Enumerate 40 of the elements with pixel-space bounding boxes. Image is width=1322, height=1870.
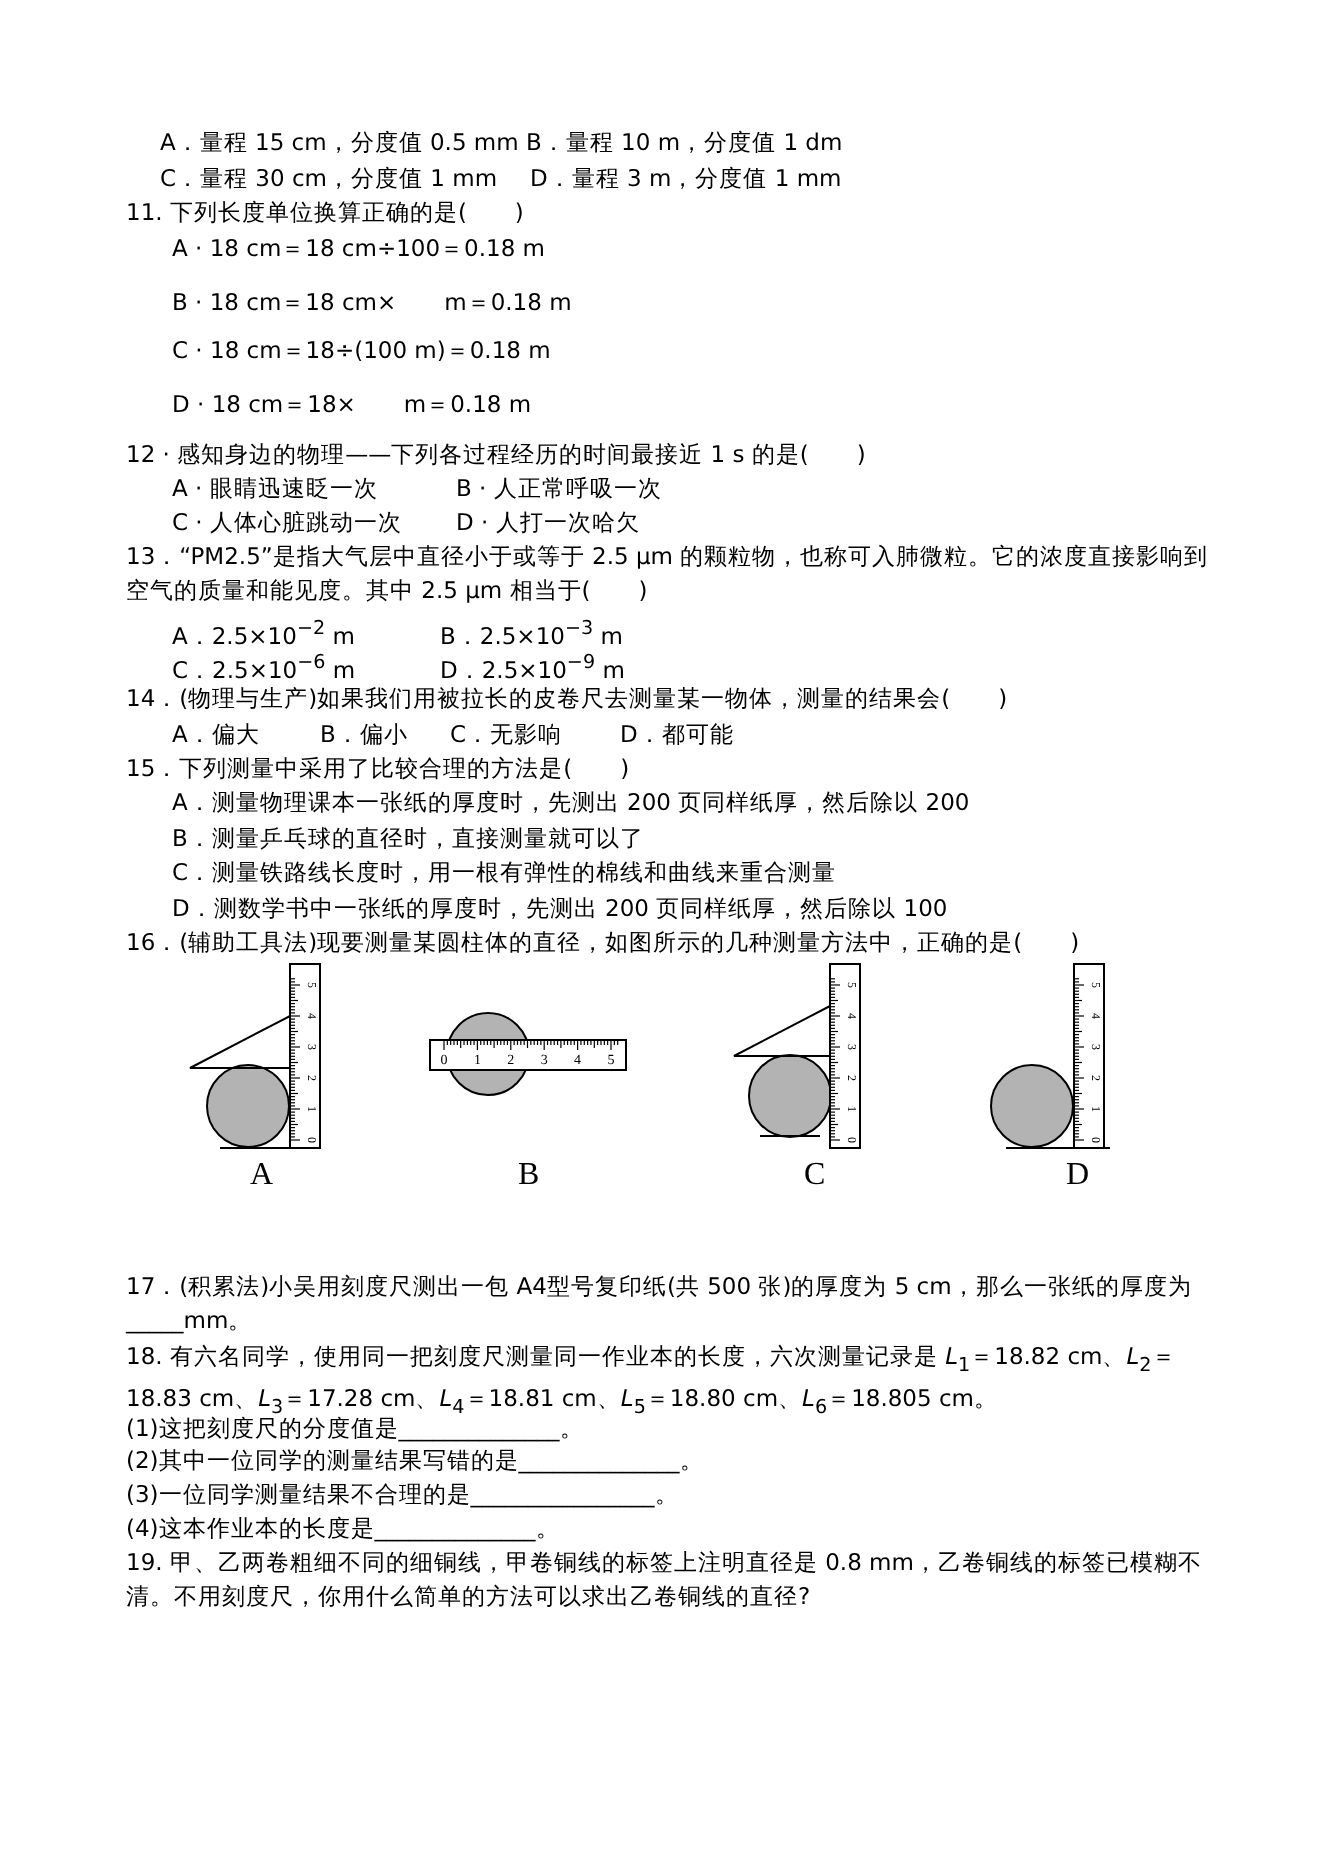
- option-text: C．2.5×10$^{−6}$ m: [172, 650, 356, 687]
- question-text: 17．(积累法)小吴用刻度尺测出一包 A4型号复印纸(共 500 张)的厚度为 5 cm，那么一张纸的厚度为_____mm。: [126, 1270, 1194, 1338]
- question-text: (2)其中一位同学的测量结果写错的是______________。: [126, 1444, 704, 1478]
- option-text: C．测量铁路线长度时，用一根有弹性的棉线和曲线来重合测量: [172, 856, 837, 890]
- option-text: A．2.5×10$^{−2}$ m: [172, 616, 355, 653]
- option-text: B．量程 10 m，分度值 1 dm: [526, 126, 843, 160]
- option-text: C．无影响: [450, 718, 563, 752]
- option-text: B．偏小: [320, 718, 408, 752]
- option-text: D · 18 cm＝18× m＝0.18 m: [172, 388, 532, 422]
- option-text: B．测量乒乓球的直径时，直接测量就可以了: [172, 822, 644, 856]
- option-text: D．测数学书中一张纸的厚度时，先测出 200 页同样纸厚，然后除以 100: [172, 892, 948, 926]
- option-text: C · 人体心脏跳动一次: [172, 506, 402, 540]
- option-text: B · 人正常呼吸一次: [456, 472, 662, 506]
- option-text: C · 18 cm＝18÷(100 m)＝0.18 m: [172, 334, 551, 368]
- question-text: (4)这本作业本的长度是______________。: [126, 1512, 560, 1546]
- question-text: 13．“PM2.5”是指大气层中直径小于或等于 2.5 μm 的颗粒物，也称可入肺微粒。它的浓度直接影响到空气的质量和能见度。其中 2.5 μm 相当于( ): [126, 540, 1211, 608]
- option-text: D · 人打一次哈欠: [456, 506, 640, 540]
- option-text: D．都可能: [620, 718, 734, 752]
- option-text: A · 18 cm＝18 cm÷100＝0.18 m: [172, 232, 546, 266]
- question-text: 11. 下列长度单位换算正确的是( ): [126, 196, 524, 230]
- option-text: A · 眼睛迅速眨一次: [172, 472, 378, 506]
- option-text: B．2.5×10$^{−3}$ m: [440, 616, 623, 653]
- question-text: (1)这把刻度尺的分度值是______________。: [126, 1414, 584, 1446]
- option-text: C．量程 30 cm，分度值 1 mm: [160, 162, 498, 196]
- question-text: 16．(辅助工具法)现要测量某圆柱体的直径，如图所示的几种测量方法中，正确的是( ): [126, 926, 1080, 960]
- figure-label: B: [518, 1158, 540, 1192]
- figure-label: C: [804, 1158, 826, 1192]
- option-text: D．量程 3 m，分度值 1 mm: [530, 162, 842, 196]
- question-text: 14．(物理与生产)如果我们用被拉长的皮卷尺去测量某一物体，测量的结果会( ): [126, 682, 1008, 716]
- option-text: B · 18 cm＝18 cm× m＝0.18 m: [172, 286, 572, 320]
- option-text: A．量程 15 cm，分度值 0.5 mm: [160, 126, 519, 160]
- question-text: 15．下列测量中采用了比较合理的方法是( ): [126, 752, 630, 786]
- figure-label: D: [1066, 1158, 1090, 1192]
- question-text: 19. 甲、乙两卷粗细不同的细铜线，甲卷铜线的标签上注明直径是 0.8 mm，乙卷铜线的标签已模糊不清。不用刻度尺，你用什么简单的方法可以求出乙卷铜线的直径?: [126, 1546, 1204, 1614]
- option-text: D．2.5×10$^{−9}$ m: [440, 650, 625, 687]
- question-text: (3)一位同学测量结果不合理的是________________。: [126, 1478, 679, 1512]
- figure-label: A: [250, 1158, 274, 1192]
- option-text: A．偏大: [172, 718, 260, 752]
- question-text: 12 · 感知身边的物理——下列各过程经历的时间最接近 1 s 的是( ): [126, 438, 866, 472]
- option-text: A．测量物理课本一张纸的厚度时，先测出 200 页同样纸厚，然后除以 200: [172, 786, 970, 820]
